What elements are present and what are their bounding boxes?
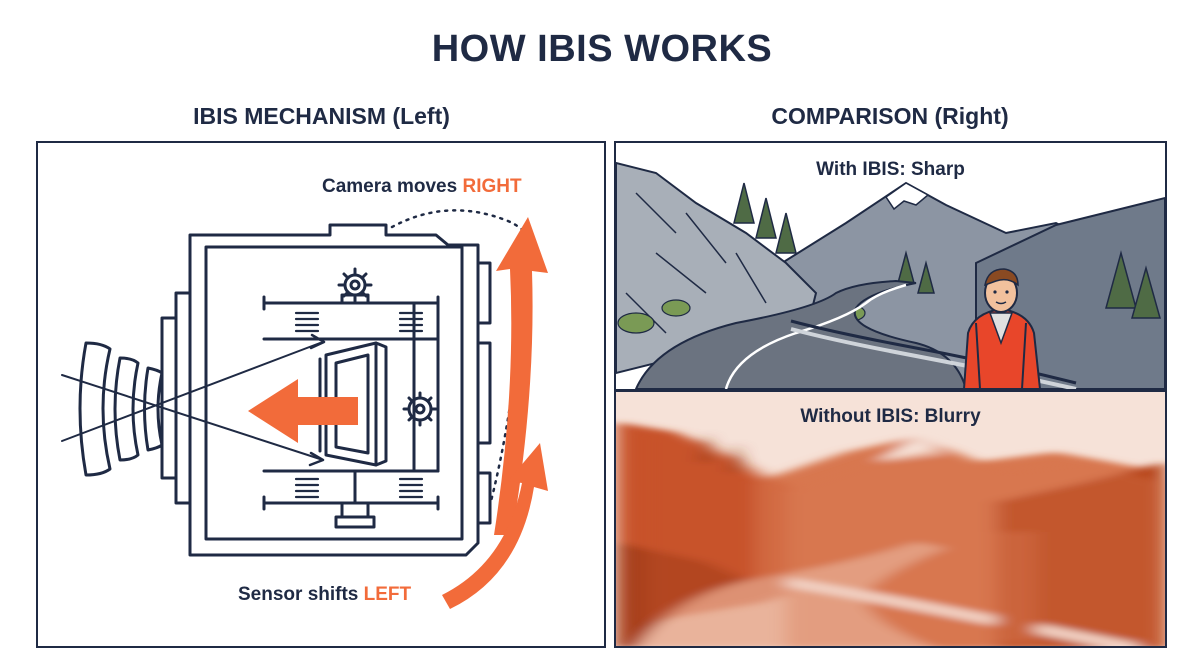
hiker-figure [962,268,1042,389]
camera-caption: Camera moves RIGHT [322,176,522,198]
mechanism-panel: Camera moves RIGHT Sensor shifts LEFT [36,141,606,648]
sensor-caption: Sensor shifts LEFT [238,584,411,606]
gear-icon [337,267,373,305]
mechanism-diagram [61,209,548,609]
comparison-panel: With IBIS: Sharp [614,141,1167,648]
spring-icon [294,311,424,499]
camera-caption-emphasis: RIGHT [462,176,522,197]
lens-icon [78,341,164,477]
sharp-label: With IBIS: Sharp [816,159,965,180]
sharp-photo: With IBIS: Sharp [616,143,1165,389]
sensor-caption-prefix: Sensor shifts [238,584,364,605]
comparison-section-title: COMPARISON (Right) [771,103,1009,129]
blurry-label: Without IBIS: Blurry [800,406,981,427]
blurry-landscape-image [616,392,1165,646]
photo-divider [616,389,1165,392]
mechanism-section-title: IBIS MECHANISM (Left) [193,103,450,129]
camera-body-icon [160,223,492,557]
page-title: HOW IBIS WORKS [431,28,773,70]
blurry-photo: Without IBIS: Blurry [616,392,1165,646]
sensor-caption-emphasis: LEFT [363,584,412,605]
gear-icon [402,391,438,427]
arrow-icon [248,217,548,609]
sharp-landscape-image [616,143,1165,389]
camera-caption-prefix: Camera moves [322,176,463,197]
